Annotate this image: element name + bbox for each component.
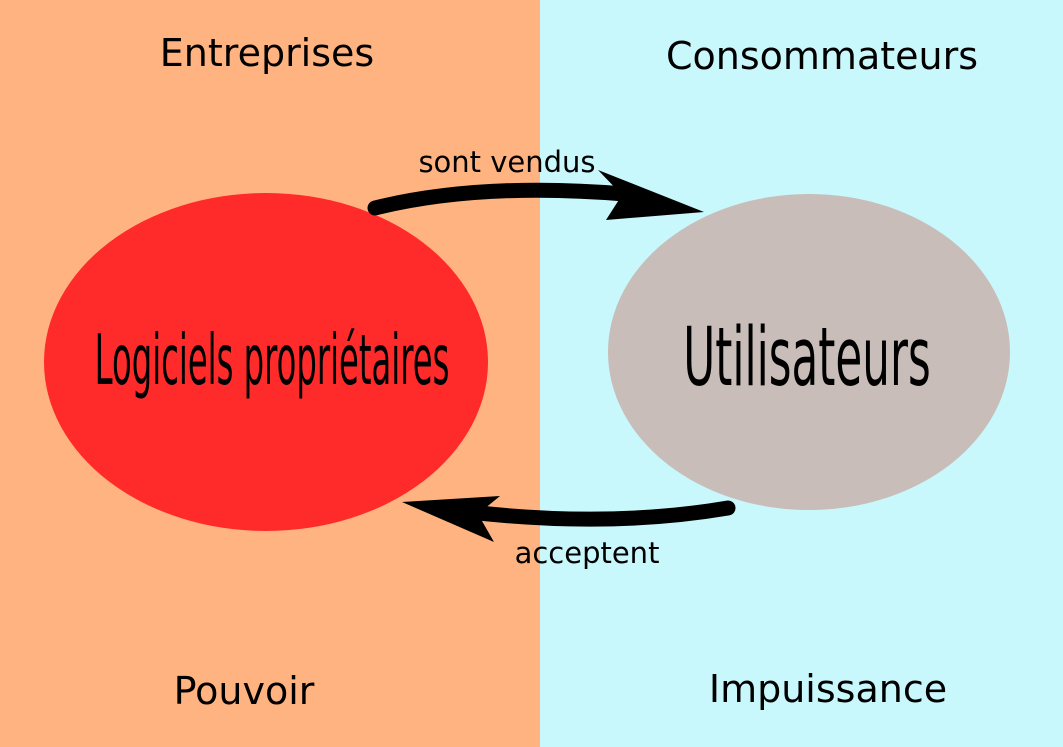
consumers-label: Consommateurs: [665, 34, 979, 78]
users-node: [608, 194, 1010, 510]
sold-arrow-head: [598, 170, 704, 220]
accept-arrow-head: [402, 496, 500, 542]
proprietary-software-label: Logiciels propriétaires: [95, 320, 450, 401]
accept-edge-label: acceptent: [515, 536, 660, 570]
companies-label: Entreprises: [159, 31, 375, 75]
users-label: Utilisateurs: [683, 310, 930, 405]
power-label: Pouvoir: [173, 669, 315, 713]
sold-edge-label: sont vendus: [418, 145, 595, 179]
powerlessness-label: Impuissance: [708, 667, 948, 711]
accept-arrow-shaft: [462, 500, 736, 527]
sold-arrow-shaft: [367, 182, 633, 216]
proprietary-software-node: [44, 193, 488, 531]
